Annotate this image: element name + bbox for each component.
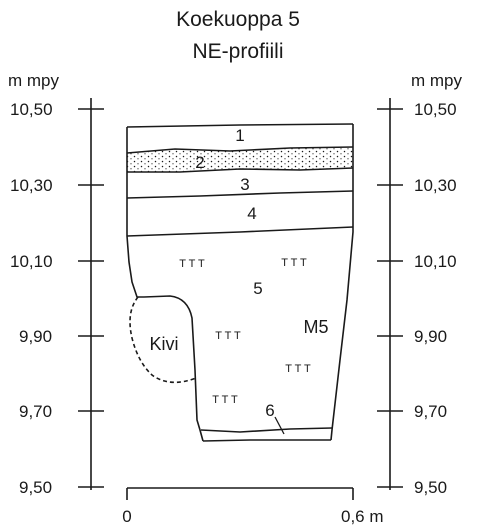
layer-label-1: 1 xyxy=(235,126,244,145)
title-line-1: Koekuoppa 5 xyxy=(176,8,300,31)
boundary-4-5 xyxy=(126,226,354,237)
layer-6-leader-line xyxy=(274,416,285,435)
profile-bottom xyxy=(202,439,331,442)
boundary-3-4 xyxy=(126,190,354,199)
layer-label-2: 2 xyxy=(195,153,204,172)
right-tick-label-1030: 10,30 xyxy=(414,176,457,195)
scale-label-end: 0,6 m xyxy=(341,507,384,526)
scale-label-start: 0 xyxy=(122,507,131,526)
left-wall-lower xyxy=(143,295,204,442)
left-elevation-scale: 10,50 10,30 10,10 9,90 9,70 9,50 xyxy=(10,98,104,497)
texture-mark-a: T T T xyxy=(179,258,205,270)
right-tick-label-1010: 10,10 xyxy=(414,252,457,271)
right-elevation-scale: 10,50 10,30 10,10 9,90 9,70 9,50 xyxy=(377,98,457,497)
left-tick-label-970: 9,70 xyxy=(19,402,52,421)
boundary-1-2 xyxy=(126,146,354,154)
right-tick-label-1050: 10,50 xyxy=(414,100,457,119)
right-tick-label-970: 9,70 xyxy=(414,402,447,421)
boundary-5-6 xyxy=(200,427,333,433)
title-line-2: NE-profiili xyxy=(192,40,283,63)
layer-label-3: 3 xyxy=(240,175,249,194)
texture-mark-c: T T T xyxy=(215,330,241,342)
layer-label-5: 5 xyxy=(253,279,262,298)
left-tick-label-950: 9,50 xyxy=(19,478,52,497)
left-tick-label-990: 9,90 xyxy=(19,327,52,346)
ground-surface-line xyxy=(126,123,354,128)
unit-label-right: m mpy xyxy=(411,71,463,90)
find-label: M5 xyxy=(303,317,328,337)
texture-mark-e: T T T xyxy=(212,394,238,406)
right-tick-label-950: 9,50 xyxy=(414,478,447,497)
right-tick-label-990: 9,90 xyxy=(414,327,447,346)
left-wall-upper xyxy=(126,127,144,298)
left-tick-label-1030: 10,30 xyxy=(10,176,53,195)
texture-mark-d: T T T xyxy=(285,363,311,375)
sand-layer-fill xyxy=(127,147,353,172)
right-wall xyxy=(330,124,354,441)
profile-section xyxy=(126,123,354,442)
left-tick-label-1010: 10,10 xyxy=(10,252,53,271)
texture-mark-b: T T T xyxy=(281,257,307,269)
layer-label-6: 6 xyxy=(265,401,274,420)
unit-label-left: m mpy xyxy=(8,71,60,90)
stone-label: Kivi xyxy=(149,334,178,354)
boundary-2-3 xyxy=(127,167,354,173)
left-tick-label-1050: 10,50 xyxy=(10,100,53,119)
horizontal-scale-bar: 0 0,6 m xyxy=(122,487,384,526)
layer-label-4: 4 xyxy=(247,204,256,223)
stone-outline xyxy=(129,296,197,384)
